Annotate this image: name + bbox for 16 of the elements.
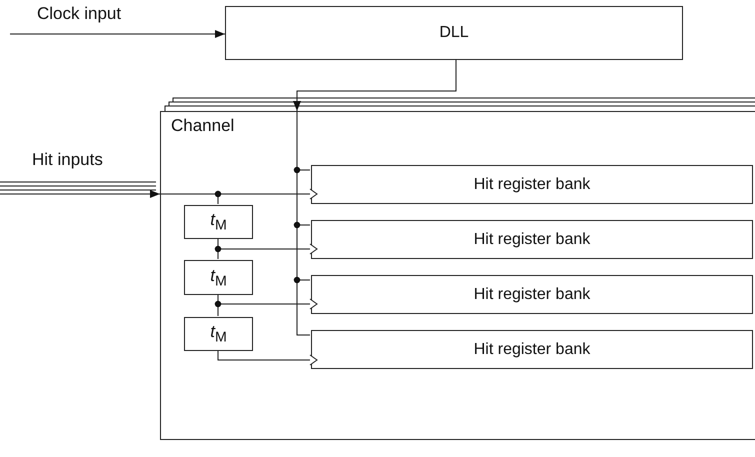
- edge-label: Hit inputs: [32, 150, 103, 170]
- register-bank-box: Hit register bank: [311, 220, 753, 259]
- connector-line: [293, 60, 456, 112]
- connector-line: [218, 350, 318, 366]
- register-bank-box: Hit register bank: [311, 330, 753, 369]
- connector-line: [0, 190, 160, 198]
- delay-box: t$_{M}$: [184, 260, 253, 295]
- channel-title: Channel: [171, 116, 234, 136]
- register-bank-box: Hit register bank: [311, 275, 753, 314]
- edge-label: Clock input: [37, 4, 122, 24]
- connector-line: [10, 30, 226, 38]
- channel-box: [160, 111, 755, 440]
- delay-box: t$_{M}$: [184, 317, 253, 351]
- register-bank-box: Hit register bank: [311, 165, 753, 204]
- dll-box: DLL: [225, 6, 683, 60]
- delay-box: t$_{M}$: [184, 205, 253, 239]
